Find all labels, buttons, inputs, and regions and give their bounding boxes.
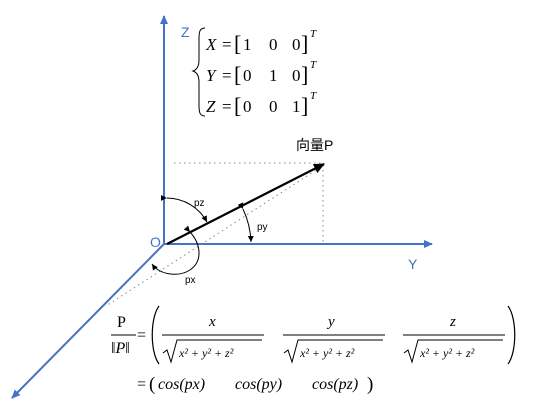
basis-x-v1: 1 (243, 35, 252, 54)
formula-eq2: = (137, 376, 146, 393)
basis-z-rbracket: ] (301, 93, 308, 118)
formula-cos-py: cos(py) (235, 376, 282, 393)
formula-cos-rparen: ) (367, 374, 373, 395)
basis-y-eq: = (222, 66, 232, 85)
basis-y-v2: 1 (269, 66, 278, 85)
basis-x-transpose: T (310, 28, 317, 40)
angle-pz-arc (160, 194, 208, 223)
angle-py-label: py (257, 222, 268, 233)
basis-x-lbracket: [ (234, 31, 241, 56)
y-axis-label: Y (408, 256, 418, 272)
origin-label: O (150, 234, 161, 250)
basis-y-v3: 0 (292, 66, 301, 85)
formula-left-paren (151, 305, 160, 365)
angle-px-label: px (185, 275, 196, 286)
angle-px-arc (151, 225, 200, 275)
formula-num-y: y (326, 314, 335, 330)
basis-y-lbracket: [ (234, 62, 241, 87)
basis-y-rbracket: ] (301, 62, 308, 87)
basis-vectors: X = [ 1 0 0 ] T Y = [ 0 1 0 ] T Z = [ 0 … (191, 27, 317, 118)
basis-z-eq: = (222, 97, 232, 116)
formula-eq: = (137, 327, 146, 344)
formula-lhs-denominator: ‖P‖ (111, 340, 130, 357)
formula-num-z: z (449, 314, 456, 330)
basis-x-v3: 0 (292, 35, 301, 54)
basis-y-name: Y (206, 66, 217, 85)
vector-label: 向量P (296, 137, 333, 153)
basis-x-rbracket: ] (301, 31, 308, 56)
formula-sqrt-y (283, 339, 383, 364)
formula-num-x: x (208, 314, 216, 330)
basis-z-lbracket: [ (234, 93, 241, 118)
formula-cos-pz: cos(pz) (312, 376, 358, 393)
basis-z-v2: 0 (269, 97, 278, 116)
formula-cos-lparen: ( (149, 374, 155, 395)
formula-cos-px: cos(px) (158, 376, 205, 393)
direction-cosine-formula: P ‖P‖ = x x² + y² + z² y x² + y² + z² z … (111, 305, 516, 395)
basis-x-name: X (205, 35, 217, 54)
formula-lhs-numerator: P (117, 314, 126, 331)
formula-radicand-z: x² + y² + z² (419, 346, 475, 360)
basis-z-transpose: T (310, 90, 317, 102)
basis-x-eq: = (222, 35, 232, 54)
angle-pz-label: pz (194, 198, 205, 209)
basis-z-v3: 1 (292, 97, 301, 116)
z-axis-label: Z (181, 24, 190, 40)
basis-z-v1: 0 (243, 97, 252, 116)
basis-brace (191, 27, 206, 117)
basis-y-transpose: T (310, 59, 317, 71)
x-axis (11, 243, 165, 399)
formula-right-paren (507, 305, 516, 365)
formula-radicand-y: x² + y² + z² (299, 346, 355, 360)
formula-radicand-x: x² + y² + z² (178, 346, 234, 360)
projection-diagonal (105, 164, 325, 307)
angle-py-arc (237, 202, 254, 243)
basis-y-v1: 0 (243, 66, 252, 85)
formula-sqrt-x (162, 339, 262, 364)
basis-z-name: Z (206, 97, 216, 116)
basis-x-v2: 0 (269, 35, 278, 54)
formula-sqrt-z (403, 339, 503, 364)
